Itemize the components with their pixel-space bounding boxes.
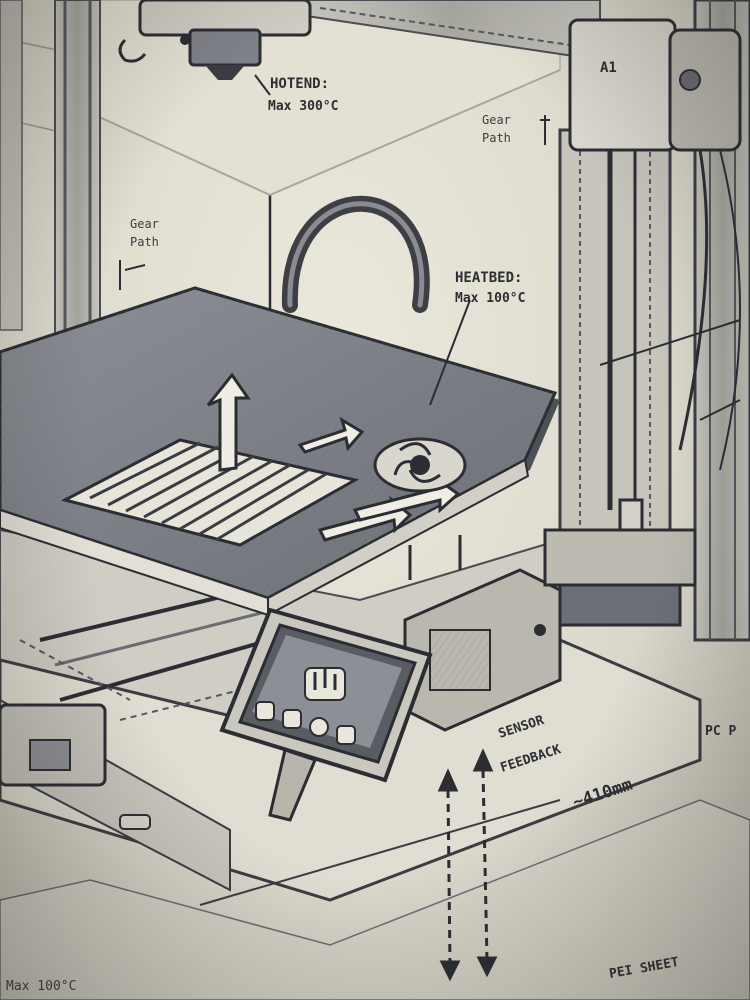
bottom-left-note: Max 100°C [6, 979, 76, 994]
gear-path-upper-line2: Path [482, 131, 511, 145]
hotend-title: HOTEND: [270, 76, 329, 92]
heatbed-title: HEATBED: [455, 270, 522, 286]
settings-icon[interactable] [309, 717, 329, 737]
gear-path-left-line2: Path [130, 235, 159, 249]
home-icon[interactable] [255, 701, 275, 721]
right-edge-note: PC P [705, 724, 736, 739]
hotend-assembly [118, 0, 312, 80]
gear-path-left-line1: Gear [130, 217, 159, 231]
pause-icon[interactable] [282, 709, 302, 729]
fan-icon [373, 437, 467, 493]
heatbed-max-temp: Max 100°C [455, 291, 525, 306]
touchscreen-panel[interactable] [219, 607, 433, 822]
hotend-max-temp: Max 300°C [268, 99, 338, 114]
hand-icon [304, 667, 346, 701]
annotation-leaders [119, 74, 741, 421]
heat-flow-arrows [206, 372, 462, 580]
gear-path-upper-line1: Gear [482, 113, 511, 127]
carriage-mark: A1 [600, 60, 617, 76]
power-icon[interactable] [336, 725, 356, 745]
heating-element-trace [60, 438, 360, 547]
electronics-box [403, 528, 697, 732]
z-dimension-arrows [437, 748, 498, 982]
x-carriage-block [568, 18, 742, 471]
left-frame-column [0, 0, 101, 361]
